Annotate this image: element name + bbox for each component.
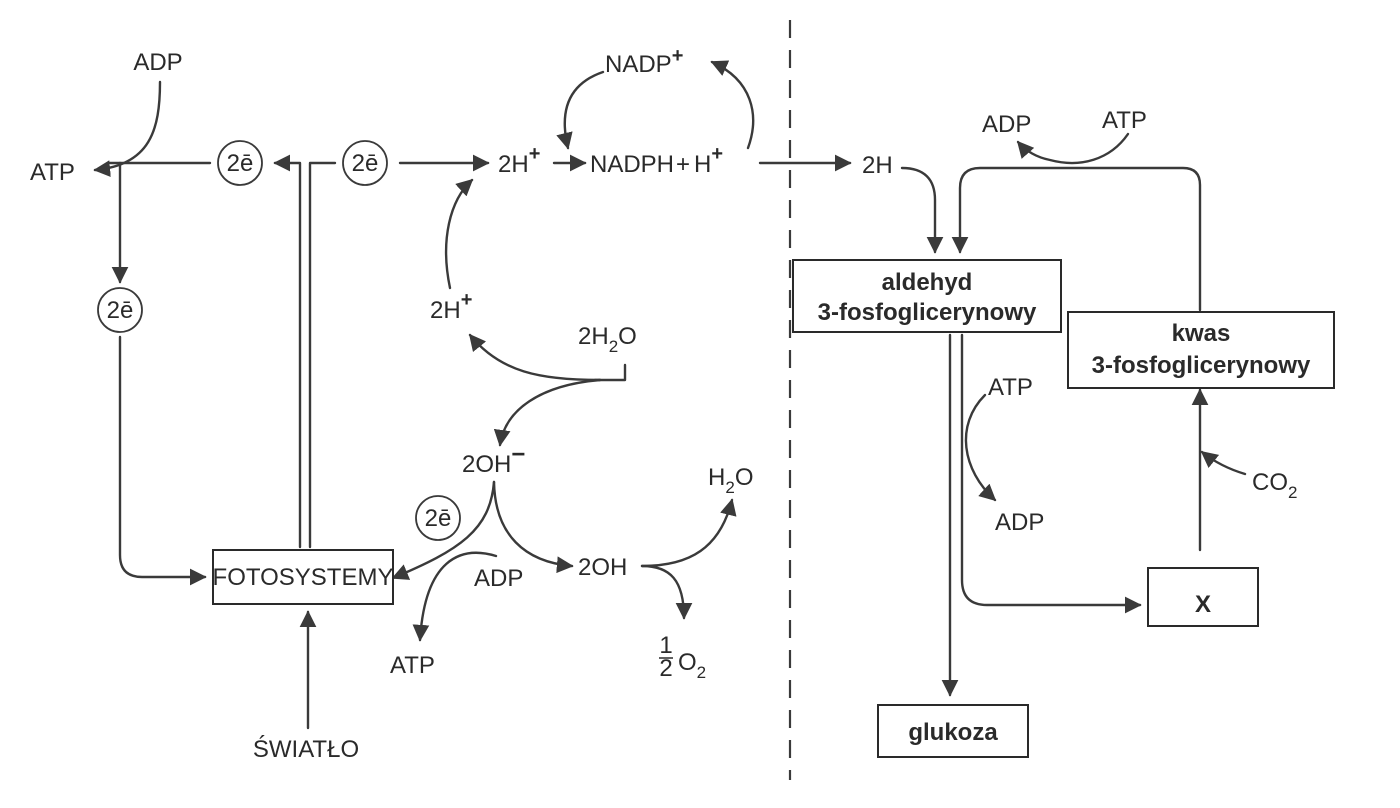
electron-label-1: 2ē: [227, 150, 254, 177]
nadph-to-nadp-arrow: [710, 60, 755, 150]
aldehyd-line2: 3-fosfoglicerynowy: [818, 299, 1037, 326]
adp-to-atp-lower-arrow: [412, 551, 498, 642]
half-oxygen-label: 1 2 O2: [659, 632, 706, 682]
electron-circle-4: [415, 495, 461, 541]
electron-return-arrow: [118, 335, 207, 586]
oh-to-oxygen-arrow: [640, 564, 693, 620]
adp-mid-label: ADP: [474, 565, 523, 592]
svg-text:2: 2: [659, 655, 672, 682]
electron-circle-1: [217, 140, 263, 186]
adp-to-atp-arrow: [93, 80, 162, 177]
water-to-proton-arrow: [468, 333, 602, 382]
electron-label-2: 2ē: [352, 150, 379, 177]
electron-label-4: 2ē: [425, 505, 452, 532]
fotosystem-up-line-left: [273, 154, 302, 549]
atp-to-adp-mid-arrow: [964, 393, 997, 502]
kwas-box: [1067, 311, 1335, 389]
hydroxide-to-fotosystem-arrow: [391, 480, 496, 580]
water-out-label: H2O: [708, 464, 753, 497]
svg-text:1: 1: [659, 632, 672, 659]
atp-left-label: ATP: [30, 159, 75, 186]
proton-up-arrow: [444, 178, 474, 290]
glukoza-box: [877, 704, 1029, 758]
oh-to-water-arrow: [640, 498, 737, 568]
electron-label-3: 2ē: [107, 297, 134, 324]
aldehyd-line1: aldehyd: [882, 269, 973, 296]
fotosystemy-box: [212, 549, 394, 605]
fotosystemy-label: FOTOSYSTEMY: [213, 564, 394, 591]
co2-arrow: [1200, 450, 1247, 476]
nadph-label: NADPH+H+: [590, 143, 723, 178]
x-label: X: [1195, 591, 1211, 618]
adp-top-label: ADP: [133, 49, 182, 76]
aldehyd-box: [792, 259, 1062, 333]
atp-bottom-label: ATP: [390, 652, 435, 679]
water-to-hydroxide-arrow: [493, 378, 602, 447]
co2-label: CO2: [1252, 469, 1297, 502]
nadp-label: NADP+: [605, 45, 683, 78]
water-split-line: [593, 363, 627, 382]
adp-mid-right-label: ADP: [995, 509, 1044, 536]
adp-top-right-label: ADP: [982, 111, 1031, 138]
atp-mid-right-label: ATP: [988, 374, 1033, 401]
proton-label-upper: 2H+: [498, 143, 540, 178]
electron-circle-2: [342, 140, 388, 186]
electron-circle-3: [97, 287, 143, 333]
glukoza-label: glukoza: [908, 719, 998, 746]
hydroxide-to-oh-arrow: [492, 480, 574, 574]
svg-text:O2: O2: [678, 649, 706, 682]
kwas-line1: kwas: [1172, 320, 1231, 347]
kwas-to-aldehyd-arrow: [951, 166, 1202, 312]
swiatlo-label: ŚWIATŁO: [253, 735, 359, 763]
x-box: [1147, 567, 1259, 627]
oh-radical-label: 2OH: [578, 554, 627, 581]
kwas-line2: 3-fosfoglicerynowy: [1092, 352, 1311, 379]
nadp-to-nadph-arrow: [556, 70, 605, 150]
hydroxide-label: 2OH−: [462, 441, 525, 478]
h-to-aldehyd-arrow: [900, 166, 944, 254]
fotosystem-up-line-right: [308, 161, 337, 549]
h2-right-label: 2H: [862, 152, 893, 179]
atp-to-adp-top-arrow: [1016, 132, 1130, 165]
proton-label-lower: 2H+: [430, 289, 472, 324]
aldehyd-to-x-arrow: [960, 333, 1142, 614]
water-label: 2H2O: [578, 323, 637, 356]
atp-top-right-label: ATP: [1102, 107, 1147, 134]
